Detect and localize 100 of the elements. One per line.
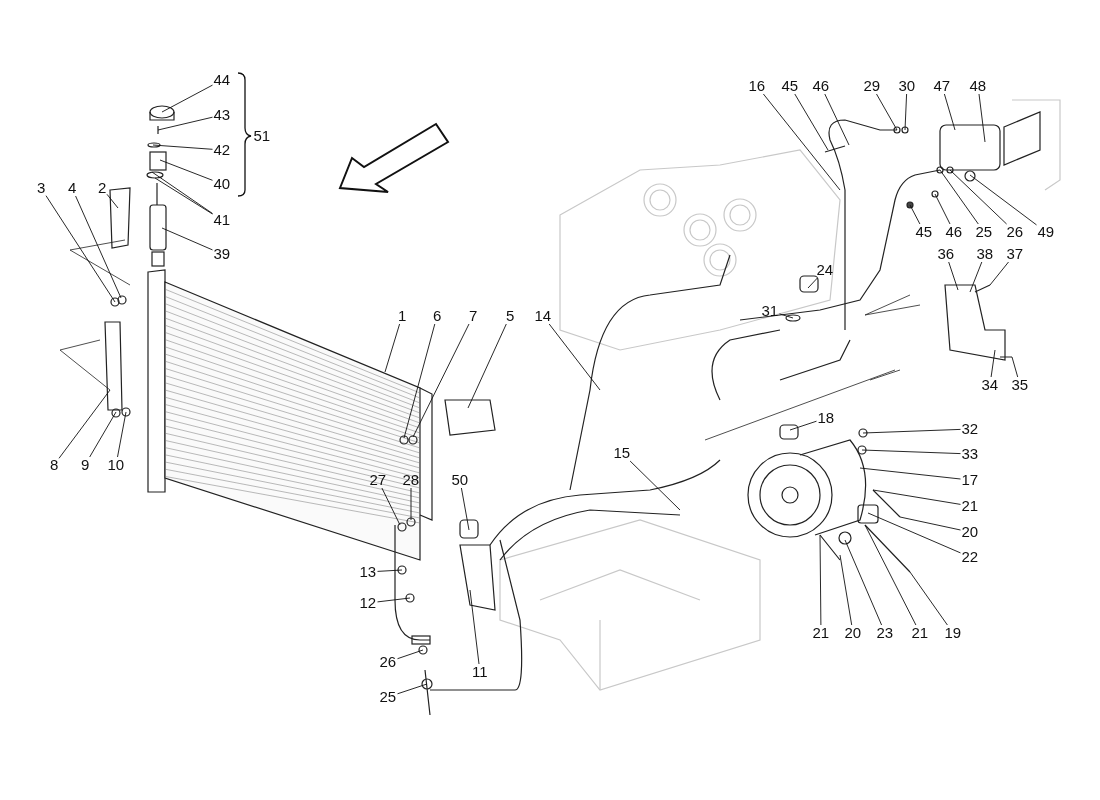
callout-number: 45	[914, 224, 934, 240]
callout-number: 14	[533, 308, 553, 324]
leader-line	[864, 524, 917, 626]
leader-line	[872, 489, 961, 505]
leader-line	[909, 571, 948, 626]
callout-number: 30	[897, 78, 917, 94]
callout-number: 32	[960, 421, 980, 437]
leader-line	[948, 261, 959, 291]
leader-line	[157, 116, 213, 131]
leader-line	[819, 534, 822, 626]
callout-number: 37	[1005, 246, 1025, 262]
leader-line	[412, 323, 470, 438]
callout-number: 44	[212, 72, 232, 88]
callout-number: 29	[862, 78, 882, 94]
leader-line	[151, 171, 213, 214]
leader-line	[159, 159, 213, 181]
leader-line	[152, 144, 213, 150]
callout-number: 11	[471, 664, 489, 680]
leader-line	[384, 323, 401, 373]
callout-number: 18	[816, 410, 836, 426]
callout-number: 22	[960, 549, 980, 565]
callout-number: 47	[932, 78, 952, 94]
callout-number: 49	[1036, 224, 1056, 240]
callout-number: 21	[910, 625, 930, 641]
callout-number: 9	[80, 457, 91, 473]
callout-number: 25	[378, 689, 398, 705]
callout-number: 2	[97, 180, 108, 196]
callout-number: 1	[397, 308, 408, 324]
callout-number: 42	[212, 142, 232, 158]
callout-number: 40	[212, 176, 232, 192]
leader-line	[161, 227, 213, 251]
leader-line	[989, 261, 1009, 286]
callout-number: 23	[875, 625, 895, 641]
callout-number: 4	[67, 180, 78, 196]
callout-number: 43	[212, 107, 232, 123]
leader-line	[106, 193, 119, 209]
leader-line	[943, 93, 956, 131]
callout-number: 39	[212, 246, 232, 262]
callout-number: 12	[358, 595, 378, 611]
leader-line	[779, 313, 794, 319]
callout-number: 50	[450, 472, 470, 488]
leader-line	[861, 449, 961, 455]
leader-line	[89, 411, 117, 458]
leader-line	[969, 174, 1037, 226]
callout-number: 21	[811, 625, 831, 641]
callout-number: 31	[760, 303, 780, 319]
callout-number: 20	[843, 625, 863, 641]
callout-number: 26	[1005, 224, 1025, 240]
leader-line	[117, 411, 127, 458]
leader-line	[867, 512, 961, 554]
callout-number: 3	[36, 180, 47, 196]
leader-line	[939, 169, 979, 225]
leader-line	[899, 516, 961, 531]
callout-number: 25	[974, 224, 994, 240]
callout-number: 45	[780, 78, 800, 94]
callout-number: 16	[747, 78, 767, 94]
leader-line	[794, 93, 829, 151]
leader-line	[397, 683, 428, 695]
callout-number: 46	[944, 224, 964, 240]
callout-number: 38	[975, 246, 995, 262]
leader-line	[548, 323, 601, 391]
callout-number: 17	[960, 472, 980, 488]
callout-number: 5	[505, 308, 516, 324]
leader-line	[377, 597, 411, 603]
leader-line	[45, 195, 116, 303]
callout-number: 6	[432, 308, 443, 324]
leader-line	[629, 460, 681, 511]
callout-number: 20	[960, 524, 980, 540]
callout-number: 24	[815, 262, 835, 278]
leader-line	[978, 93, 986, 143]
leader-line	[949, 169, 1008, 225]
leader-line	[410, 487, 412, 521]
leader-line	[824, 93, 850, 146]
leader-line	[75, 195, 122, 299]
callout-number: 46	[811, 78, 831, 94]
leader-line	[154, 177, 213, 215]
callout-number: 10	[106, 457, 126, 473]
leader-line	[969, 261, 983, 293]
leader-line	[909, 204, 921, 225]
leader-line	[469, 589, 480, 665]
leader-line	[839, 554, 853, 626]
callout-number: 19	[943, 625, 963, 641]
callout-number: 21	[960, 498, 980, 514]
callout-number: 36	[936, 246, 956, 262]
leader-line	[377, 569, 403, 572]
leader-line	[904, 93, 908, 131]
leader-line	[807, 277, 818, 289]
callout-number: 48	[968, 78, 988, 94]
leader-line	[397, 649, 424, 660]
leader-line	[990, 349, 996, 378]
leader-line	[789, 420, 817, 431]
callout-number: 13	[358, 564, 378, 580]
callout-number: 33	[960, 446, 980, 462]
callout-number: 26	[378, 654, 398, 670]
callout-number: 51	[252, 128, 272, 144]
leader-line	[876, 93, 898, 131]
callout-number: 7	[468, 308, 479, 324]
leader-line	[859, 467, 961, 480]
leader-line	[58, 389, 111, 459]
leader-line	[934, 193, 951, 225]
